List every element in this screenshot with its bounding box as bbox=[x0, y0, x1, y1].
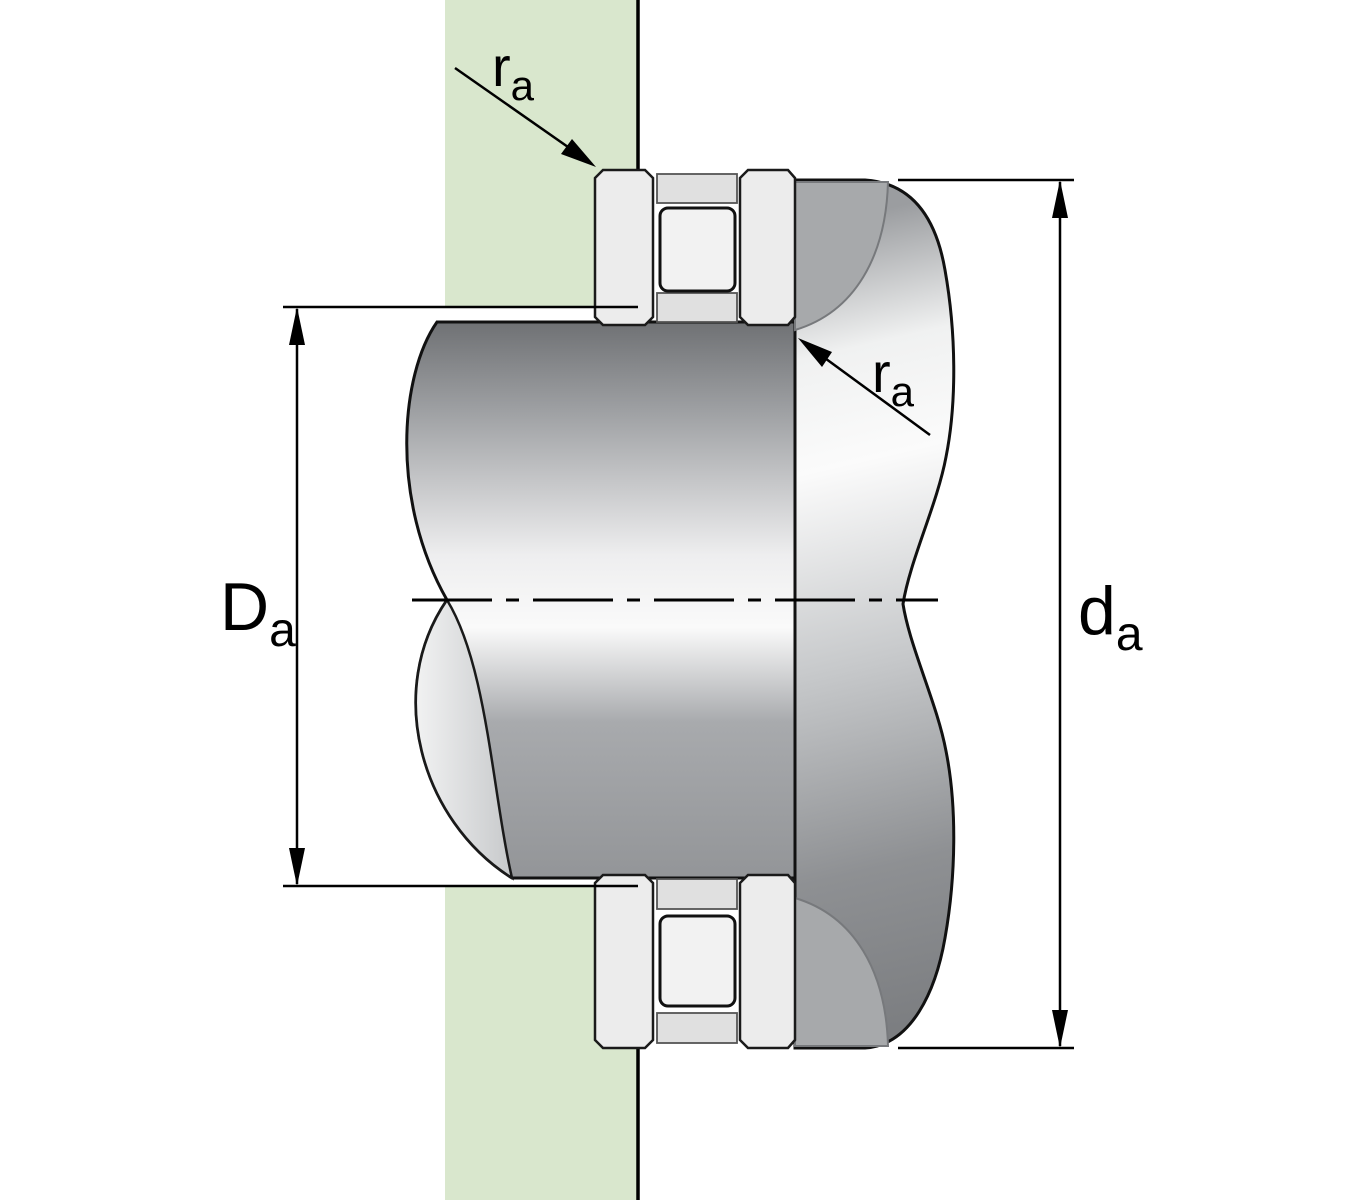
ra-top-arrowhead bbox=[561, 139, 596, 167]
bearing-washer-left-lower bbox=[593, 873, 655, 1050]
bearing-washer-right-upper bbox=[738, 168, 797, 327]
bearing-washer-left-upper bbox=[593, 168, 655, 327]
bearing-cage-bottom-upper bbox=[656, 292, 738, 323]
da-arrowhead-down bbox=[1052, 1010, 1068, 1048]
shoulder-face-curve-upper bbox=[794, 181, 890, 332]
bearing-section-lower bbox=[593, 873, 797, 1050]
bearing-cage-top-lower bbox=[656, 878, 738, 910]
annotation-ra-top: ra bbox=[454, 35, 596, 167]
bearing-washer-right-lower bbox=[738, 873, 797, 1050]
ra-top-leader-line bbox=[454, 66, 579, 156]
dimension-Da: Da bbox=[220, 305, 638, 888]
shoulder-body bbox=[793, 178, 956, 1050]
label-da: da bbox=[1078, 573, 1143, 661]
ra-mid-leader-line bbox=[817, 351, 931, 437]
label-Da: Da bbox=[220, 569, 296, 657]
da-arrowhead-up bbox=[1052, 180, 1068, 218]
shaft-break-curve bbox=[414, 597, 514, 881]
bearing-cage-top-upper bbox=[656, 173, 738, 204]
label-ra-mid: ra bbox=[872, 341, 915, 415]
label-ra-top: ra bbox=[492, 35, 535, 109]
bearing-cage-bottom-lower bbox=[656, 1012, 738, 1044]
bearing-roller-lower bbox=[658, 914, 737, 1008]
ra-mid-arrowhead bbox=[798, 338, 832, 367]
bearing-roller-upper bbox=[658, 206, 737, 293]
annotation-ra-mid: ra bbox=[798, 338, 931, 437]
Da-arrowhead-down bbox=[289, 848, 305, 886]
bearing-section-upper bbox=[593, 168, 797, 327]
shaft-shoulder bbox=[793, 178, 956, 1050]
shoulder-face-curve-lower bbox=[794, 896, 890, 1047]
dimension-da: da bbox=[898, 178, 1143, 1050]
Da-arrowhead-up bbox=[289, 307, 305, 345]
